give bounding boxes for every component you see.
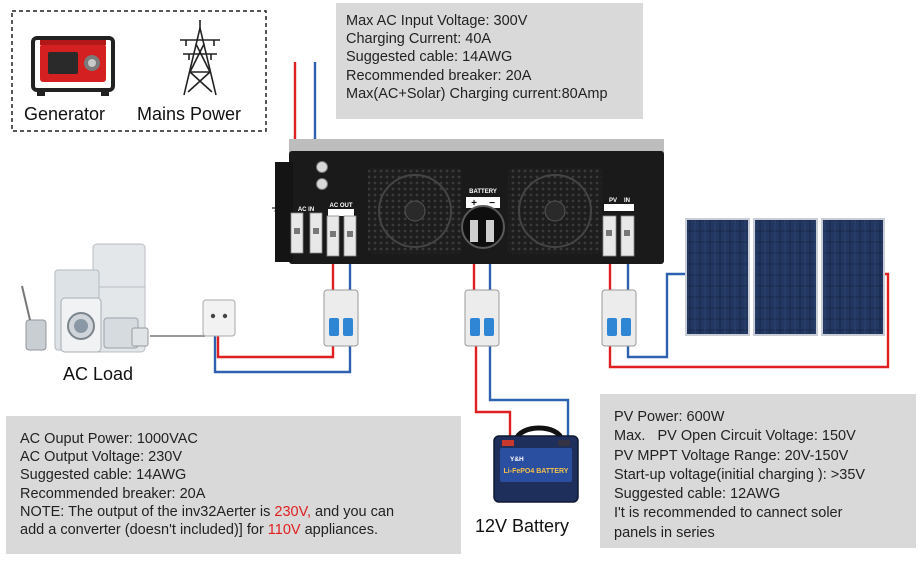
svg-text:+: + [471, 198, 477, 209]
info-line: Max. PV Open Circuit Voltage: 150V [614, 428, 856, 445]
note-suffix: appliances. [300, 522, 378, 539]
svg-text:−: − [489, 198, 495, 209]
ac-output-breaker [323, 289, 359, 347]
wall-socket [202, 299, 236, 337]
info-line: Max(AC+Solar) Charging current:80Amp [346, 85, 608, 102]
solar-panels [685, 218, 885, 336]
battery-breaker [464, 289, 500, 347]
inverter-pv-in-label: IN [624, 198, 630, 204]
inverter: BATTERY + − AC IN AC OUT PV IN [275, 139, 664, 264]
solar-panel [753, 218, 818, 336]
info-line: Charging Current: 40A [346, 31, 492, 48]
ac-load-label: AC Load [63, 364, 134, 384]
info-line: Suggested cable: 14AWG [20, 467, 187, 484]
pv-breaker [601, 289, 637, 347]
battery-port [461, 205, 505, 249]
socket-positive-wire [216, 318, 335, 359]
note-voltage-110: 110V [267, 522, 301, 539]
pv-info-box: PV Power: 600W Max. PV Open Circuit Volt… [600, 394, 916, 548]
battery-bottom-positive-wire [474, 344, 512, 436]
info-line: Max AC Input Voltage: 300V [346, 13, 528, 29]
solar-panel [685, 218, 750, 336]
generator-icon [31, 36, 115, 96]
battery-bottom-negative-wire [488, 344, 570, 436]
inverter-ac-in-label: AC IN [298, 207, 314, 213]
info-line: AC Ouput Power: 1000VAC [20, 431, 198, 447]
info-line: Recommended breaker: 20A [346, 67, 532, 84]
inverter-ac-out-label: AC OUT [330, 203, 353, 209]
ac-input-info-box: Max AC Input Voltage: 300V Charging Curr… [336, 3, 643, 119]
ac-output-info-box: AC Ouput Power: 1000VAC AC Output Voltag… [6, 416, 461, 554]
info-line: Suggested cable: 12AWG [614, 486, 781, 503]
battery-brand-label: Li-FePO4 BATTERY [504, 468, 569, 475]
inverter-battery-label: BATTERY [469, 189, 497, 195]
socket-negative-wire [213, 318, 352, 374]
note-line-2: add a converter (doesn't included)] for … [20, 521, 447, 539]
solar-negative-wire [626, 272, 686, 359]
transmission-tower-icon [180, 20, 220, 96]
note-voltage-230: 230V, [274, 503, 311, 520]
generator-label: Generator [24, 104, 106, 124]
info-line: Recommended breaker: 20A [20, 485, 206, 502]
solar-positive-wire [608, 272, 890, 369]
note-prefix: NOTE: The output of the inv32Aerter is [20, 503, 275, 520]
note-line2-prefix: add a converter (doesn't included)] for [20, 522, 268, 539]
battery-label: 12V Battery [475, 516, 570, 536]
right-fan [508, 168, 602, 254]
battery-logo: Y&H [510, 456, 524, 463]
ac-terminals [290, 212, 357, 257]
left-fan [368, 168, 462, 254]
pv-terminals [602, 215, 635, 257]
ground-screw [316, 161, 328, 173]
info-line: panels in series [614, 524, 715, 541]
info-line: AC Output Voltage: 230V [20, 449, 183, 466]
appliances-icon [21, 243, 149, 353]
lifepo4-battery: Y&H Li-FePO4 BATTERY [493, 425, 579, 503]
solar-panel [821, 218, 885, 336]
inverter-pv-label: PV [609, 198, 617, 204]
note-line-1: NOTE: The output of the inv32Aerter is 2… [20, 503, 447, 521]
info-line: PV Power: 600W [614, 409, 725, 425]
mains-power-label: Mains Power [137, 104, 242, 124]
info-line: Suggested cable: 14AWG [346, 49, 513, 66]
note-middle: and you can [310, 503, 395, 520]
info-line: PV MPPT Voltage Range: 20V-150V [614, 447, 849, 464]
info-line: I't is recommended to cannect soler [614, 505, 843, 522]
info-line: Start-up voltage(initial charging ): >35… [614, 466, 866, 483]
